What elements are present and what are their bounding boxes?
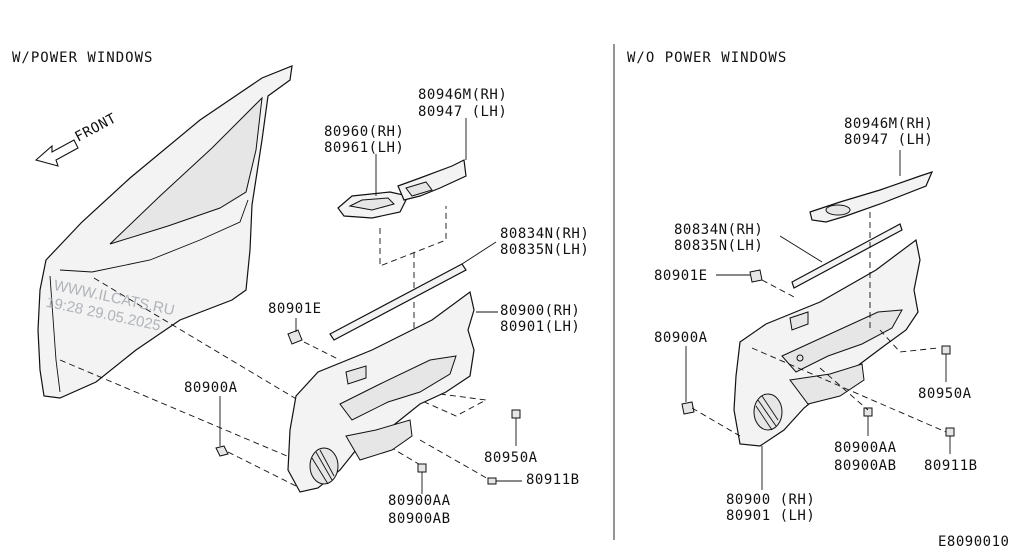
door-trim-panel [733,238,921,447]
door-frame-outline [37,65,293,399]
guide-line [691,407,741,437]
label-80834n: 80834N(RH) [674,222,763,238]
front-arrow-icon [34,139,79,167]
label-80901: 80901 (LH) [726,508,815,524]
door-weatherstrip [791,223,903,289]
label-80900aa: 80900AA [834,440,897,456]
screw-80911b [487,477,497,485]
door-weatherstrip [329,263,467,341]
screw-80900aa [417,463,427,473]
guide-line [379,206,447,267]
label-80911b: 80911B [924,458,978,474]
clip-80900a [215,445,229,457]
label-80901e: 80901E [268,301,322,317]
guide-line [303,341,341,361]
leader-line [461,241,497,265]
label-80900a: 80900A [654,330,708,346]
right-section-title: W/O POWER WINDOWS [627,50,787,66]
guide-line [227,451,297,487]
guide-line [819,367,869,411]
clip-80900a [681,401,695,415]
screw-80911b [945,427,955,437]
label-80900ab: 80900AB [834,458,897,474]
guide-line [761,279,797,299]
label-80901: 80901(LH) [500,319,580,335]
label-80900a: 80900A [184,380,238,396]
left-section-title: W/POWER WINDOWS [12,50,153,66]
label-80900: 80900(RH) [500,303,580,319]
guide-line [337,415,423,467]
clip-80901e [287,329,303,345]
label-80947: 80947 (LH) [844,132,933,148]
label-80950a: 80950A [484,450,538,466]
armrest-finisher [809,171,934,223]
door-trim-panel [287,290,475,493]
label-80834n: 80834N(RH) [500,226,589,242]
clip-80901e [749,269,763,283]
screw-80950a [511,409,521,419]
guide-line [419,393,488,417]
label-80961: 80961(LH) [324,140,404,156]
diagram-code: E8090010 [938,534,1009,550]
screw-80950a [941,345,951,355]
label-80835n: 80835N(LH) [674,238,763,254]
front-label: FRONT [72,110,119,145]
label-80946m: 80946M(RH) [418,87,507,103]
label-80950a: 80950A [918,386,972,402]
label-80900: 80900 (RH) [726,492,815,508]
guide-line [879,329,939,353]
guide-line [59,359,321,471]
label-80900ab: 80900AB [388,511,451,527]
armrest-finisher [397,159,467,201]
label-80946m: 80946M(RH) [844,116,933,132]
label-80960: 80960(RH) [324,124,404,140]
leader-line [779,235,823,263]
screw-80900aa [863,407,873,417]
label-80911b: 80911B [526,472,580,488]
guide-line [419,439,491,481]
guide-line [751,347,947,433]
label-80900aa: 80900AA [388,493,451,509]
label-80947: 80947 (LH) [418,104,507,120]
label-80901e: 80901E [654,268,708,284]
window-switch-finisher [337,191,409,219]
label-80835n: 80835N(LH) [500,242,589,258]
